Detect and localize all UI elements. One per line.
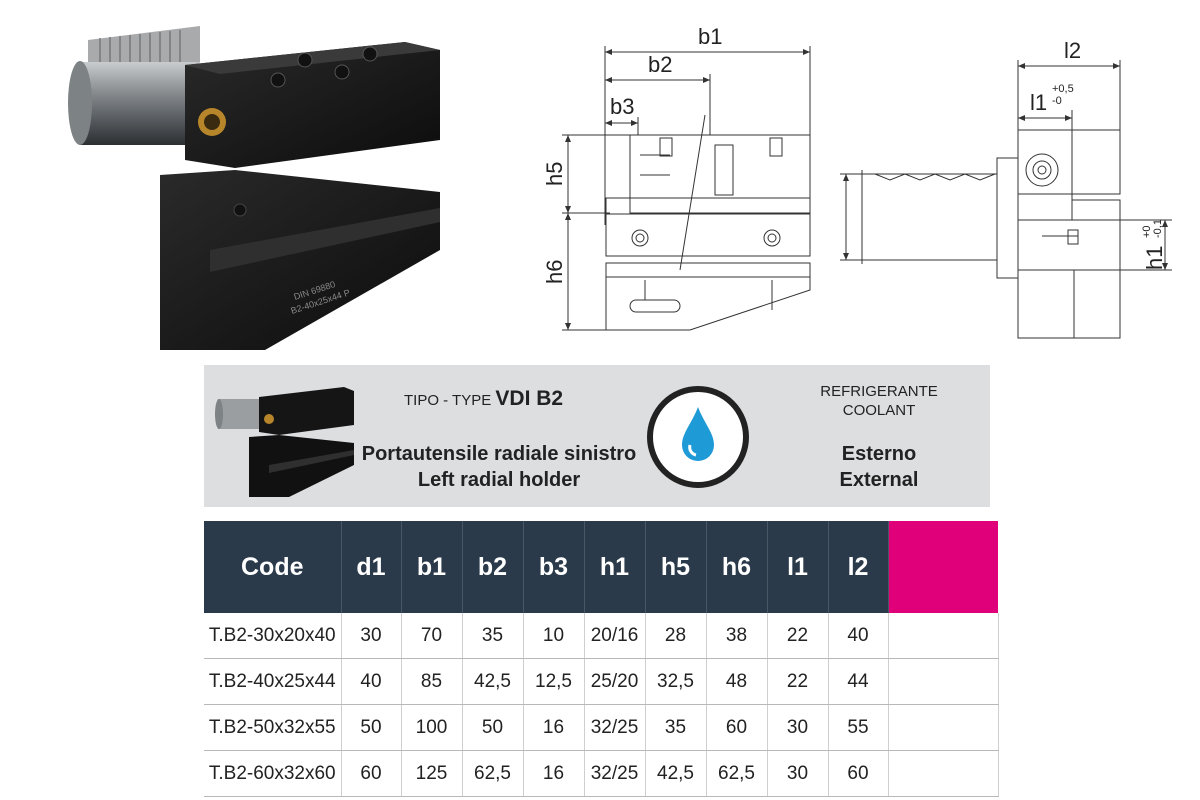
dim-h1-tol-minus: -0,1 [1152,219,1164,238]
cell-d1: 30 [341,613,402,659]
cell-h6: 38 [706,613,768,659]
cell-b3: 10 [523,613,585,659]
cell-h5: 28 [645,613,707,659]
cell-extra [888,750,999,797]
coolant-value-it: Esterno [841,443,917,465]
cell-code: T.B2-60x32x60 [204,750,342,797]
cell-b3: 16 [523,704,585,751]
header-h5: h5 [645,521,707,613]
cell-code: T.B2-30x20x40 [204,613,342,659]
cell-b2: 50 [462,704,524,751]
spec-table: Code d1 b1 b2 b3 h1 h5 h6 l1 l2 T.B2-30x… [204,521,999,797]
banner-product-thumbnail [215,387,354,497]
header-b3: b3 [523,521,585,613]
description-it: Portautensile radiale sinistro [361,443,637,465]
cell-h1: 32/25 [584,704,646,751]
cell-l1: 22 [767,613,829,659]
header-l1: l1 [767,521,829,613]
cell-extra [888,658,999,705]
cell-b1: 100 [401,704,463,751]
cell-b3: 16 [523,750,585,797]
coolant-label-en: COOLANT [842,402,916,419]
table-header-row: Code d1 b1 b2 b3 h1 h5 h6 l1 l2 [204,521,998,613]
header-b1: b1 [401,521,463,613]
cell-d1: 40 [341,658,402,705]
dim-l1-tol-minus: -0 [1052,95,1062,107]
table-row: T.B2-50x32x55 50 100 50 16 32/25 35 60 3… [204,704,999,751]
type-value: VDI B2 [495,387,564,410]
cell-b1: 70 [401,613,463,659]
cell-l2: 44 [828,658,889,705]
cell-l1: 30 [767,750,829,797]
cell-b2: 62,5 [462,750,524,797]
type-prefix: TIPO - TYPE [404,392,492,409]
dim-l1-tol-plus: +0,5 [1052,83,1074,95]
dim-h1: h1 [1142,246,1167,270]
dim-l2: l2 [1064,38,1081,63]
cell-d1: 50 [341,704,402,751]
cell-h1: 20/16 [584,613,646,659]
water-drop-icon [647,386,749,488]
dim-l1: l1 [1030,90,1047,115]
cell-b2: 35 [462,613,524,659]
dim-b2: b2 [648,52,672,77]
cell-l1: 30 [767,704,829,751]
cell-extra [888,704,999,751]
info-banner: TIPO - TYPE VDI B2 Portautensile radiale… [204,365,990,507]
cell-d1: 60 [341,750,402,797]
dim-b3: b3 [610,94,634,119]
header-l2: l2 [828,521,889,613]
header-b2: b2 [462,521,524,613]
dim-b1: b1 [698,24,722,49]
cell-h5: 35 [645,704,707,751]
cell-b2: 42,5 [462,658,524,705]
cell-h6: 62,5 [706,750,768,797]
cell-l2: 60 [828,750,889,797]
cell-b3: 12,5 [523,658,585,705]
description-en: Left radial holder [417,469,581,491]
header-h1: h1 [584,521,646,613]
cell-h5: 32,5 [645,658,707,705]
cell-h5: 42,5 [645,750,707,797]
table-row: T.B2-40x25x44 40 85 42,5 12,5 25/20 32,5… [204,658,999,705]
cell-h6: 48 [706,658,768,705]
cell-code: T.B2-50x32x55 [204,704,342,751]
cell-h6: 60 [706,704,768,751]
cell-l2: 40 [828,613,889,659]
cell-extra [888,613,999,659]
front-view-drawing: b1 b2 b3 h5 h6 [542,24,811,331]
coolant-value-en: External [839,469,919,491]
cell-h1: 25/20 [584,658,646,705]
cell-b1: 85 [401,658,463,705]
side-view-drawing: l2 l1 +0,5 -0 h1 +0 -0,1 [840,38,1172,339]
header-code: Code [204,521,342,613]
header-d1: d1 [341,521,402,613]
cell-b1: 125 [401,750,463,797]
coolant-label-it: REFRIGERANTE [820,383,938,400]
cell-code: T.B2-40x25x44 [204,658,342,705]
product-photo: DIN 69880 B2-40x25x44 P [68,26,440,350]
cell-h1: 32/25 [584,750,646,797]
header-h6: h6 [706,521,768,613]
header-accent [888,521,998,613]
dim-h1-tol-plus: +0 [1141,225,1153,238]
dim-h6: h6 [542,260,567,284]
table-row: T.B2-60x32x60 60 125 62,5 16 32/25 42,5 … [204,750,999,797]
type-line: TIPO - TYPE VDI B2 [404,387,563,411]
cell-l1: 22 [767,658,829,705]
dim-h5: h5 [542,162,567,186]
cell-l2: 55 [828,704,889,751]
table-row: T.B2-30x20x40 30 70 35 10 20/16 28 38 22… [204,613,999,659]
